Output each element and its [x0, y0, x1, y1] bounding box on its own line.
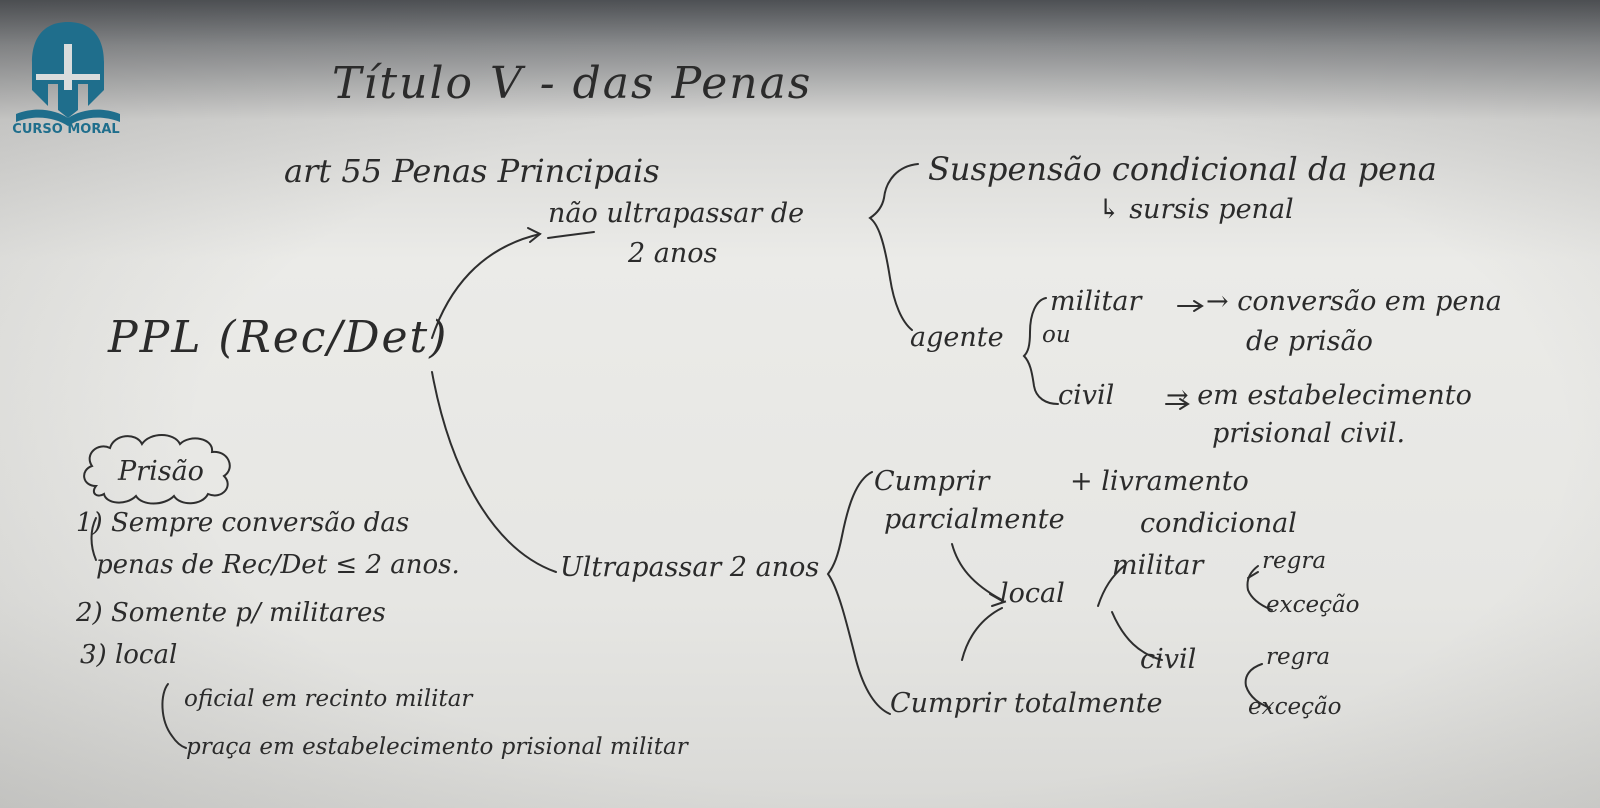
civil-result-1: → em estabelecimento [1166, 380, 1472, 411]
brand-name: CURSO MORAL [12, 122, 120, 137]
prisao-title: Prisão [118, 456, 204, 487]
civil-result-2: prisional civil. [1212, 418, 1406, 449]
art-heading: art 55 Penas Principais [284, 152, 660, 190]
prisao-item-3: 3) local [80, 640, 178, 670]
board-title: Título V - das Penas [332, 58, 813, 109]
cumprir-parcial-1: Cumprir [874, 466, 990, 497]
excecao-civil: exceção [1248, 694, 1342, 720]
bottom-branch-label: Ultrapassar 2 anos [560, 552, 820, 583]
line-ppl-to-bottom [431, 371, 557, 573]
prisao-item-2: 2) Somente p/ militares [76, 598, 386, 628]
prisao-praca: praça em estabelecimento prisional milit… [186, 734, 688, 760]
militar-result-2: de prisão [1246, 326, 1373, 357]
militar-top: militar [1050, 286, 1142, 317]
civil-top: civil [1058, 380, 1115, 411]
agente-node: agente [910, 322, 1004, 353]
prisao-item-1b: penas de Rec/Det ≤ 2 anos. [96, 550, 460, 580]
livramento-1: + livramento [1070, 466, 1249, 497]
local-node: local [1000, 578, 1065, 609]
regra-civil: regra [1266, 644, 1331, 670]
militar-bottom: militar [1112, 550, 1204, 581]
helmet-logo-icon [16, 22, 120, 126]
regra-militar: regra [1262, 548, 1327, 574]
prisao-item-1: 1) Sempre conversão das [76, 508, 410, 538]
top-branch-label-2: 2 anos [628, 238, 718, 269]
arrow-ppl-to-top [431, 233, 541, 339]
ppl-node: PPL (Rec/Det) [108, 312, 449, 363]
militar-result-1: → conversão em pena [1206, 286, 1502, 317]
cumprir-total: Cumprir totalmente [890, 688, 1163, 719]
ou-text: ou [1042, 322, 1071, 348]
excecao-militar: exceção [1266, 592, 1360, 618]
cumprir-parcial-2: parcialmente [884, 504, 1065, 535]
livramento-2: condicional [1140, 508, 1297, 539]
prisao-cloud [83, 434, 231, 505]
sursis-text: ↳ sursis penal [1098, 194, 1294, 225]
suspensao-text: Suspensão condicional da pena [928, 150, 1437, 188]
prisao-oficial: oficial em recinto militar [184, 686, 473, 712]
brace-top [868, 163, 919, 331]
brace-bottom [826, 471, 891, 715]
civil-bottom: civil [1140, 644, 1197, 675]
top-branch-label: não ultrapassar de [548, 198, 805, 229]
brace-agente [1022, 297, 1059, 405]
